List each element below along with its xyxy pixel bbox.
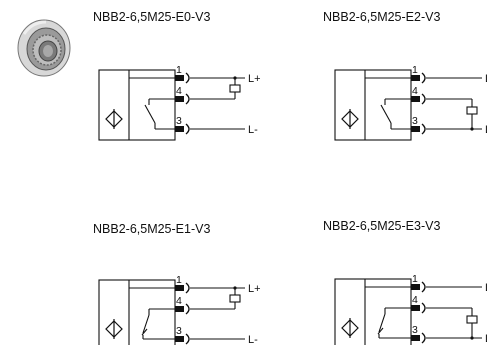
pin-label-4: 4: [412, 294, 418, 306]
pin-connector-1: [175, 75, 184, 81]
pin-connector-1: [411, 284, 420, 290]
pin-socket-3: [421, 123, 426, 135]
pin-socket-4: [185, 93, 190, 105]
pin-connector-3: [175, 126, 184, 132]
pin-connector-3: [175, 336, 184, 342]
pin-socket-3: [185, 333, 190, 345]
terminal-label-minus: L-: [248, 124, 258, 136]
terminal-label-minus: L-: [485, 124, 487, 136]
junction-dot: [233, 76, 237, 80]
pin-connector-4: [411, 305, 420, 311]
sensor-box: [334, 69, 412, 141]
diagram-title-e2: NBB2-6,5M25-E2-V3: [323, 10, 441, 24]
terminal-label-minus: L-: [248, 334, 258, 345]
pin-label-4: 4: [176, 295, 182, 307]
load-resistor: [229, 294, 241, 303]
wiring-diagram-0: 1 4 3 L+ L-: [98, 64, 261, 141]
pin-label-3: 3: [176, 115, 182, 127]
pin-connector-1: [411, 75, 420, 81]
junction-dot: [470, 336, 474, 340]
pin-socket-1: [421, 281, 426, 293]
diagram-title-e3: NBB2-6,5M25-E3-V3: [323, 219, 441, 233]
pin-label-3: 3: [412, 115, 418, 127]
terminal-label-plus: L+: [485, 282, 487, 294]
diagram-title-e0: NBB2-6,5M25-E0-V3: [93, 10, 211, 24]
wiring-diagram-2: 1 4 3 L+ L-: [98, 274, 261, 345]
pin-label-4: 4: [412, 85, 418, 97]
switch-contact: [141, 328, 148, 336]
pin-label-3: 3: [176, 325, 182, 337]
switch-blade-open: [380, 104, 392, 124]
wiring-diagram-1: 1 4 3 L+ L-: [334, 64, 487, 141]
pin-label-3: 3: [412, 324, 418, 336]
pin-socket-1: [185, 282, 190, 294]
junction-dot: [233, 286, 237, 290]
terminal-label-plus: L+: [485, 73, 487, 85]
pin-connector-3: [411, 126, 420, 132]
pin-label-1: 1: [412, 273, 418, 285]
switch-blade-closed: [142, 314, 150, 334]
pin-socket-3: [421, 332, 426, 344]
pin-connector-3: [411, 335, 420, 341]
sensor-box: [98, 69, 176, 141]
diagram-title-e1: NBB2-6,5M25-E1-V3: [93, 222, 211, 236]
switch-contact: [377, 327, 384, 335]
pin-label-1: 1: [176, 274, 182, 286]
terminal-label-plus: L+: [248, 283, 261, 295]
pin-socket-4: [185, 303, 190, 315]
load-resistor: [229, 84, 241, 93]
pin-label-4: 4: [176, 85, 182, 97]
pin-connector-4: [175, 306, 184, 312]
pin-socket-4: [421, 302, 426, 314]
pin-connector-4: [411, 96, 420, 102]
pin-label-1: 1: [412, 64, 418, 76]
pin-socket-4: [421, 93, 426, 105]
connector-plug-icon: [17, 19, 71, 77]
switch-blade-closed: [378, 313, 386, 333]
terminal-label-minus: L-: [485, 333, 487, 345]
pin-socket-3: [185, 123, 190, 135]
junction-dot: [470, 127, 474, 131]
wiring-diagram-3: 1 4 3 L+ L-: [334, 273, 487, 345]
sensor-box: [334, 278, 412, 345]
load-resistor: [466, 315, 478, 324]
pin-connector-4: [175, 96, 184, 102]
switch-blade-open: [144, 104, 156, 124]
sensor-box: [98, 279, 176, 345]
pin-socket-1: [421, 72, 426, 84]
pin-connector-1: [175, 285, 184, 291]
terminal-label-plus: L+: [248, 73, 261, 85]
load-resistor: [466, 106, 478, 115]
pin-label-1: 1: [176, 64, 182, 76]
pin-socket-1: [185, 72, 190, 84]
